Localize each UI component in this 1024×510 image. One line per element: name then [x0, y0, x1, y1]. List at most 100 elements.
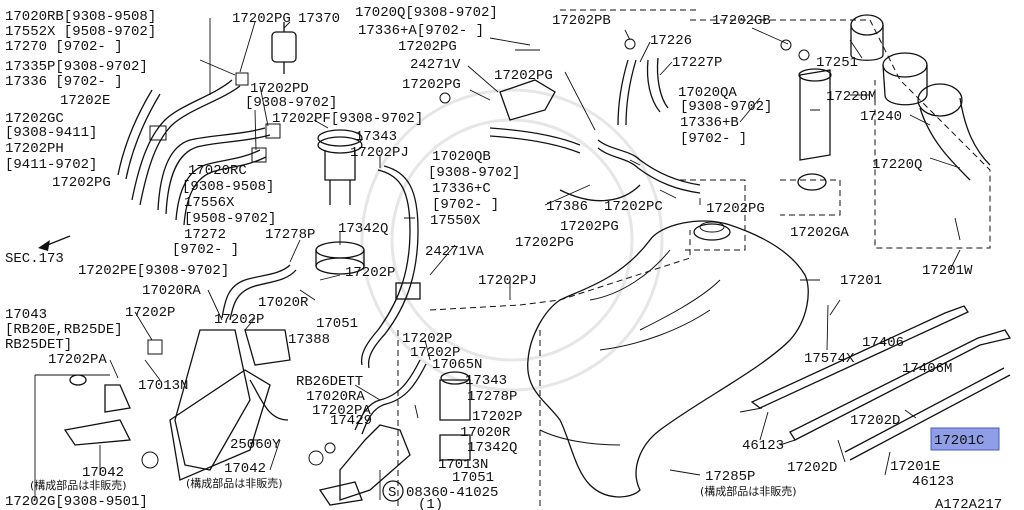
- part-label: 17240: [860, 109, 902, 125]
- part-label: 17042: [82, 465, 124, 481]
- hose-17020R: [221, 264, 297, 321]
- part-label: 17550X: [430, 213, 481, 229]
- part-label: 17202D: [787, 460, 837, 476]
- part-label: [9702- ]: [432, 197, 499, 213]
- part-label: 17202PG: [560, 219, 619, 235]
- part-label: 17202PG: [402, 77, 461, 93]
- part-label: 17020R: [460, 425, 511, 441]
- part-label: [9308-9702]: [680, 99, 772, 115]
- part-label: 17285P: [705, 469, 755, 485]
- screw-symbol: S: [382, 480, 404, 502]
- part-label: 24271V: [410, 57, 461, 73]
- part-label: 17227P: [672, 55, 722, 71]
- part-label: 17202PG: [515, 235, 574, 251]
- part-label: 17020R: [258, 295, 309, 311]
- hose-group-left: [117, 72, 281, 226]
- part-label: 17020Q[9308-9702]: [355, 5, 498, 21]
- part-label: 17202GA: [790, 225, 849, 241]
- part-label: 17251: [816, 55, 858, 71]
- part-label: (1): [418, 497, 443, 510]
- part-label: 17201W: [922, 263, 973, 279]
- part-label: 17202P: [125, 305, 175, 321]
- part-label: 17342Q: [467, 440, 517, 456]
- part-label: [RB20E,RB25DE]: [5, 322, 123, 338]
- part-label: 17202PJ: [350, 145, 409, 161]
- part-label: 17020RA: [306, 389, 365, 405]
- part-labels: 17020RB[9308-9508] 17552X [9508-9702] 17…: [5, 5, 1002, 510]
- part-label: 17336+C: [432, 181, 491, 197]
- part-label: 17370: [298, 11, 340, 27]
- fuel-pump-upper: [315, 129, 365, 275]
- part-label: 17388: [288, 332, 330, 348]
- part-label: 17202PA: [48, 352, 107, 368]
- part-label: 17342Q: [338, 221, 388, 237]
- part-label: 17020RB[9308-9508]: [5, 9, 156, 25]
- part-label: [9702- ]: [172, 242, 239, 258]
- pump-module-left: [63, 329, 291, 481]
- part-label: 17202GB: [712, 13, 771, 29]
- part-label: RB26DETT: [296, 374, 363, 390]
- part-label: 46123: [912, 474, 954, 490]
- part-note: (構成部品は非販売): [30, 478, 127, 492]
- part-label: 17013N: [138, 378, 188, 394]
- part-label: 17202PB: [552, 13, 611, 29]
- tank-straps: [739, 305, 1012, 461]
- part-label: 17202PG: [398, 39, 457, 55]
- part-label: SEC.173: [5, 251, 64, 267]
- part-label: 17336+A[9702- ]: [358, 23, 484, 39]
- fuel-filter-17370: [271, 22, 297, 74]
- part-label: 17336 [9702- ]: [5, 74, 123, 90]
- part-label: 17202PF[9308-9702]: [272, 111, 423, 127]
- part-label: 17202PG: [706, 201, 765, 217]
- part-label: 24271VA: [425, 244, 484, 260]
- part-label: 17556X: [184, 195, 235, 211]
- part-label: 17202G[9308-9501]: [5, 494, 148, 510]
- part-label: 17201E: [890, 459, 940, 475]
- fuel-tank-17201: [527, 220, 809, 498]
- part-label: 17386: [546, 199, 588, 215]
- part-note: (構成部品は非販売): [700, 484, 797, 498]
- part-label: 17013N: [438, 457, 488, 473]
- part-label: 17429: [330, 413, 372, 429]
- part-label: 17020QA: [678, 85, 737, 101]
- part-label: 17051: [452, 470, 494, 486]
- part-label: 17278P: [467, 389, 517, 405]
- part-label: 17343: [355, 129, 397, 145]
- part-label: [9702- ]: [680, 131, 747, 147]
- part-label: [9508-9702]: [184, 211, 276, 227]
- part-label: 17020QB: [432, 149, 491, 165]
- part-note: (構成部品は非販売): [186, 476, 283, 490]
- part-label: 17202P: [472, 409, 522, 425]
- part-label: 17202PG: [494, 68, 553, 84]
- part-label: 17336+B: [680, 115, 739, 131]
- part-label: [9411-9702]: [5, 157, 97, 173]
- part-label: 17020RC: [188, 163, 247, 179]
- part-label: 17406: [862, 335, 904, 351]
- sec-arrow-icon: [38, 235, 71, 251]
- part-label: 17272: [184, 227, 226, 243]
- part-label: 17202PG: [52, 175, 111, 191]
- highlight-17201C: [930, 427, 1000, 451]
- part-label: 17202PA: [312, 403, 371, 419]
- diagram-code: A172A217: [935, 497, 1002, 510]
- part-label: 17270 [9702- ]: [5, 39, 123, 55]
- part-label: [9308-9702]: [428, 165, 520, 181]
- part-label: [9308-9411]: [5, 125, 97, 141]
- part-label: 17202P: [410, 345, 460, 361]
- part-label: 17202GC: [5, 111, 64, 127]
- part-label: 17020RA: [142, 283, 201, 299]
- part-label: 17335P[9308-9702]: [5, 59, 148, 75]
- screw-symbol-letter: S: [388, 485, 396, 501]
- part-label: 17220Q: [872, 157, 922, 173]
- part-label: 17202PH: [5, 141, 64, 157]
- leader-lines: [34, 18, 961, 500]
- filler-neck-assembly: [780, 14, 991, 191]
- part-label: 17278P: [265, 227, 315, 243]
- part-label: 17202P: [214, 312, 264, 328]
- center-hoses: [439, 38, 701, 202]
- part-label: 17343: [465, 373, 507, 389]
- part-label: 17202PC: [604, 199, 663, 215]
- part-label: 17202D: [850, 413, 900, 429]
- part-label: 17406M: [902, 361, 952, 377]
- part-label: 17202P: [345, 265, 395, 281]
